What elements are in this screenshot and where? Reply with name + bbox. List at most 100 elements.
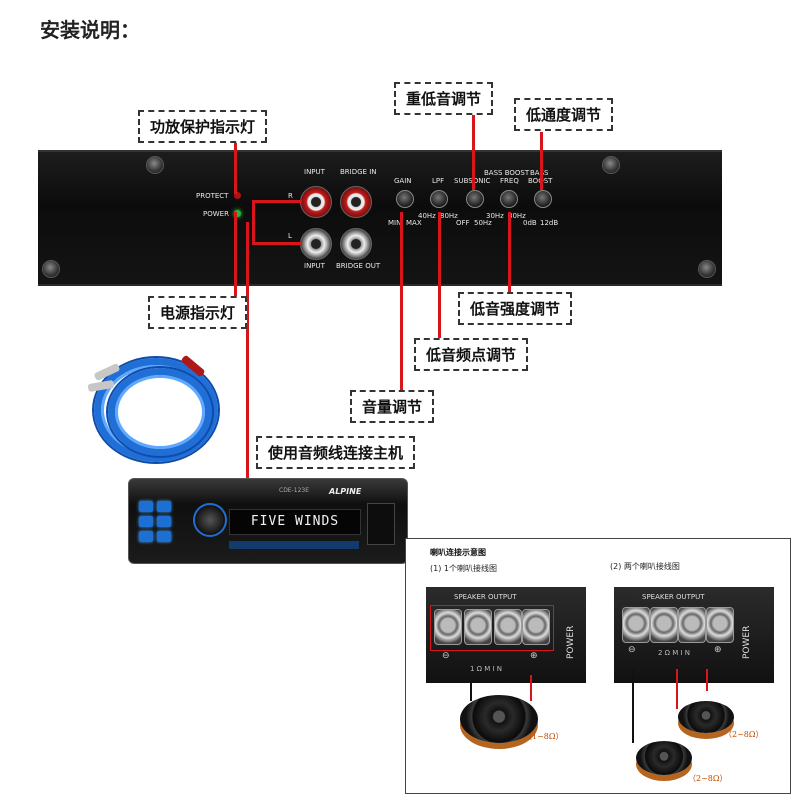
callout-lowpass: 低通度调节 [514, 98, 614, 131]
protect-led-icon [234, 192, 241, 199]
speaker-terminal [706, 607, 734, 643]
head-unit-button-row[interactable] [229, 541, 359, 549]
lpf-80-label: 80Hz [440, 212, 458, 220]
page-title: 安装说明： [40, 18, 140, 42]
min-ohm-label: 2 Ω M I N [658, 649, 691, 657]
lpf-knob[interactable] [430, 190, 448, 208]
leader-power [234, 212, 237, 296]
screw-icon [146, 156, 164, 174]
callout-bass-strength: 低音强度调节 [458, 292, 573, 325]
speaker-diagram: 喇叭连接示意图 (1) 1个喇叭接线图 (2) 两个喇叭接线图 SPEAKER … [405, 538, 791, 794]
subsonic-off-label: OFF [456, 219, 470, 227]
head-unit-button[interactable] [139, 501, 153, 512]
head-unit-button[interactable] [157, 516, 171, 527]
min-ohm-label: 1 Ω M I N [470, 665, 503, 673]
ohm-range-2b: （2~8Ω） [688, 774, 728, 783]
speaker-wire-red [706, 669, 708, 691]
rca-bridge-out[interactable] [340, 228, 372, 260]
leader-rca-join [252, 200, 255, 244]
subsonic-knob[interactable] [466, 190, 484, 208]
leader-protect [234, 140, 237, 194]
gain-knob[interactable] [396, 190, 414, 208]
leader-audio-line [246, 222, 249, 484]
amplifier-panel: PROTECT POWER INPUT BRIDGE IN R L INPUT … [38, 150, 722, 286]
bridge-out-label: BRIDGE OUT [336, 262, 381, 270]
lpf-label: LPF [432, 177, 445, 185]
power-label-2: POWER [742, 625, 752, 659]
bridge-in-label: BRIDGE IN [340, 168, 377, 176]
bass-boost-freq-label-1: BASS BOOST [484, 169, 530, 177]
screw-icon [42, 260, 60, 278]
callout-power-led: 电源指示灯 [148, 296, 248, 329]
volume-knob-icon[interactable] [193, 503, 227, 537]
callout-audio-line: 使用音频线连接主机 [256, 436, 416, 469]
red-highlight-box [430, 605, 554, 651]
woofer-icon [636, 741, 692, 775]
freq-80-label: 80Hz [508, 212, 526, 220]
speaker-wire [470, 675, 472, 701]
leader-volume [400, 212, 403, 390]
speaker-output-panel-2: SPEAKER OUTPUT ⊖ ⊕ 2 Ω M I N POWER [614, 587, 774, 683]
ohm-range-2a: （2~8Ω） [724, 730, 764, 739]
power-label-1: POWER [566, 625, 576, 659]
cable-coil-icon [94, 358, 218, 462]
gain-label: GAIN [394, 177, 412, 185]
minus-icon: ⊖ [628, 645, 636, 655]
screw-icon [698, 260, 716, 278]
one-speaker-label: (1) 1个喇叭接线图 [430, 564, 497, 573]
speaker-terminal [622, 607, 650, 643]
leader-bass-strength [508, 212, 511, 292]
leader-lowpass [540, 132, 543, 190]
bass-boost-knob[interactable] [534, 190, 552, 208]
plus-icon: ⊕ [714, 645, 722, 655]
protect-label: PROTECT [196, 192, 229, 200]
speaker-output-label: SPEAKER OUTPUT [454, 593, 517, 601]
car-head-unit: FIVE WINDS ALPINE CDE-123E [128, 478, 408, 564]
input-bottom-label: INPUT [304, 262, 325, 270]
callout-volume: 音量调节 [350, 390, 435, 423]
plus-icon: ⊕ [530, 651, 538, 661]
rca-cable-image [84, 338, 234, 468]
callout-subwoofer: 重低音调节 [394, 82, 494, 115]
l-label: L [288, 232, 292, 240]
woofer-icon [460, 695, 538, 743]
boost-12db-label: 12dB [540, 219, 559, 227]
input-top-label: INPUT [304, 168, 325, 176]
speaker-terminal [650, 607, 678, 643]
minus-icon: ⊖ [442, 651, 450, 661]
two-speakers-label: (2) 两个喇叭接线图 [610, 562, 680, 571]
callout-protect-led: 功放保护指示灯 [138, 110, 268, 143]
screw-icon [602, 156, 620, 174]
leader-subwoofer [472, 110, 475, 190]
brand-label: ALPINE [329, 487, 362, 496]
head-unit-button[interactable] [139, 531, 153, 542]
power-label: POWER [203, 210, 229, 218]
bass-boost-freq-knob[interactable] [500, 190, 518, 208]
bass-boost-label-1: BASS [530, 169, 548, 177]
speaker-wire-red [530, 675, 532, 701]
cable-coil-inner-icon [108, 368, 212, 456]
power-led-icon [234, 210, 241, 217]
speaker-terminal [678, 607, 706, 643]
speaker-output-panel-1: SPEAKER OUTPUT ⊖ ⊕ 1 Ω M I N POWER [426, 587, 586, 683]
model-label: CDE-123E [279, 487, 310, 494]
leader-bass-freq [438, 212, 441, 340]
leader-rca-l [252, 242, 302, 245]
speaker-wire-red [676, 669, 678, 709]
head-unit-display: FIVE WINDS [229, 509, 361, 535]
callout-bass-freq: 低音频点调节 [414, 338, 529, 371]
head-unit-button[interactable] [157, 531, 171, 542]
head-unit-button[interactable] [139, 516, 153, 527]
speaker-terminal [494, 609, 522, 645]
leader-rca-r [252, 200, 302, 203]
boost-0db-label: 0dB [523, 219, 537, 227]
r-label: R [288, 192, 293, 200]
woofer-icon [678, 701, 734, 733]
speaker-terminal [464, 609, 492, 645]
rca-input-left[interactable] [300, 228, 332, 260]
head-unit-button[interactable] [157, 501, 171, 512]
rca-bridge-in[interactable] [340, 186, 372, 218]
subsonic-50-label: 50Hz [474, 219, 492, 227]
freq-30-label: 30Hz [486, 212, 504, 220]
rca-input-right[interactable] [300, 186, 332, 218]
